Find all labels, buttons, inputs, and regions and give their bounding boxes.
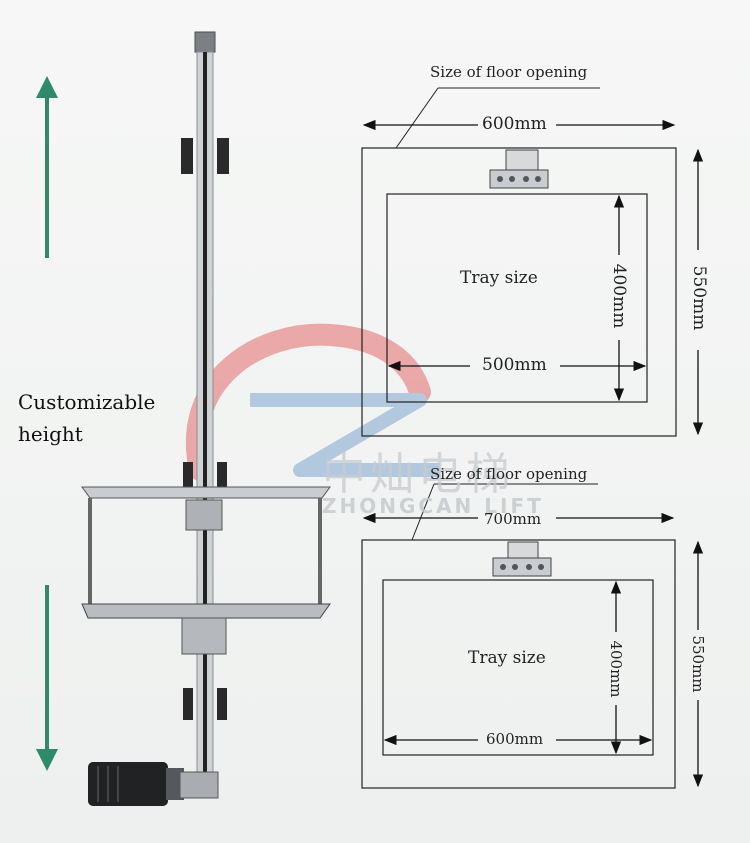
watermark-english: ZHONGCAN LIFT <box>322 494 544 518</box>
bottom-opening-depth: 550mm <box>689 635 707 693</box>
bottom-floor-opening-diagram <box>361 483 704 789</box>
bottom-opening-caption: Size of floor opening <box>430 465 588 483</box>
up-arrow-icon <box>36 76 58 258</box>
top-floor-opening-diagram <box>361 87 704 437</box>
watermark-chinese: 中灿电梯 <box>322 449 514 500</box>
lift-tray <box>81 486 331 655</box>
side-label-line1: Customizable <box>18 390 156 414</box>
top-opening-depth: 550mm <box>689 265 709 331</box>
bottom-tray-label: Tray size <box>468 648 546 668</box>
customizable-height-label: Customizable height <box>18 386 155 450</box>
side-label-line2: height <box>18 422 83 446</box>
top-tray-depth: 400mm <box>609 263 629 329</box>
down-arrow-icon <box>36 585 58 771</box>
top-opening-caption: Size of floor opening <box>430 63 588 81</box>
motor <box>88 762 219 806</box>
bottom-opening-width: 700mm <box>484 510 542 528</box>
bottom-tray-width: 600mm <box>486 730 544 748</box>
bottom-tray-depth: 400mm <box>607 640 625 698</box>
top-opening-width: 600mm <box>482 114 547 134</box>
top-tray-label: Tray size <box>460 268 538 288</box>
top-tray-width: 500mm <box>482 355 547 375</box>
lift-rail <box>181 31 229 793</box>
